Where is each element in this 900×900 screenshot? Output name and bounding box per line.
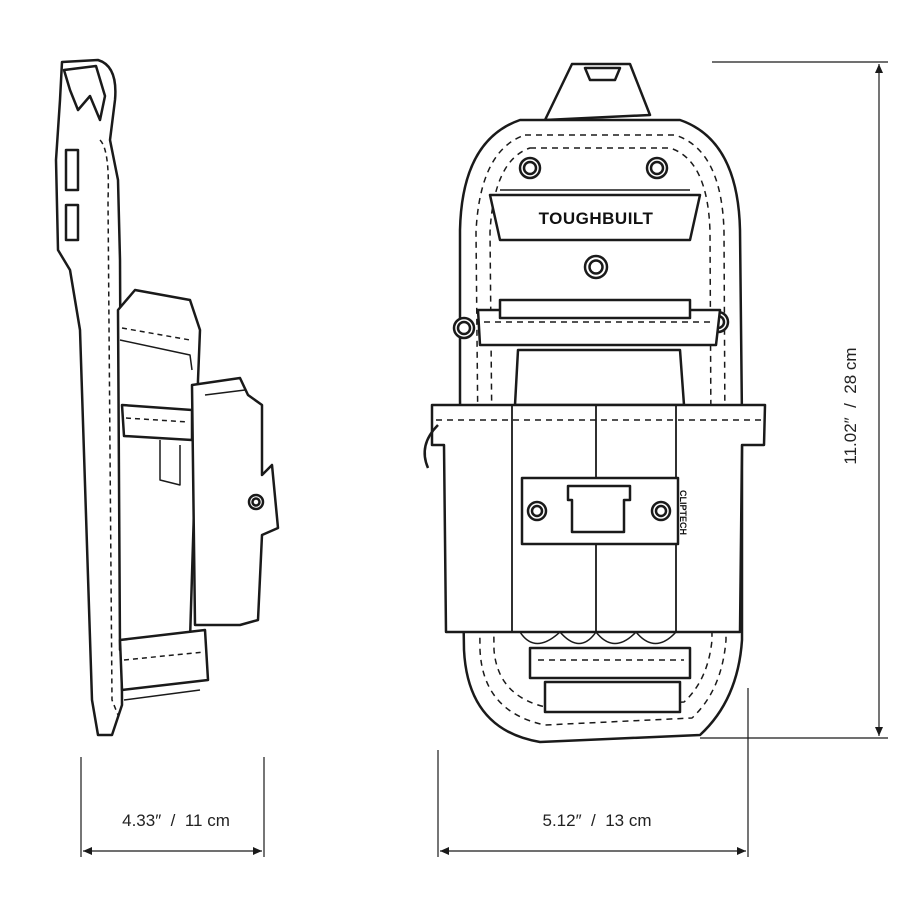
front-stitch-border (475, 134, 727, 726)
side-tab (159, 440, 181, 486)
depth-label: 4.33″ / 11 cm (122, 811, 230, 830)
grommet-center-inner (588, 259, 604, 275)
width-label: 5.12″ / 13 cm (542, 811, 651, 830)
side-pocket-seam (119, 339, 193, 371)
grommet-top-left-inner (522, 160, 538, 176)
grommet-top-right-inner (649, 160, 665, 176)
side-inner-panel (99, 139, 119, 716)
side-band-stitch (125, 417, 189, 423)
pocket-side-loop (423, 424, 439, 469)
front-bottom-strap (528, 646, 692, 680)
side-bottom-base (123, 689, 201, 701)
cliptech-label: CLIPTECH (678, 490, 688, 535)
front-hanger-slot (583, 66, 622, 82)
front-pocket-back (513, 348, 686, 407)
side-view-drawing (54, 58, 280, 737)
upper-strap-loop (498, 298, 692, 320)
side-bottom-stitch (123, 651, 205, 661)
grommet-side-left-inner (456, 320, 472, 336)
depth-dimension (80, 757, 265, 857)
front-hanger (543, 62, 652, 122)
side-clip-slot (64, 148, 80, 192)
height-dimension (700, 61, 888, 739)
side-pouch-lip (204, 389, 246, 396)
toughbuilt-logo: TOUGHBUILT (539, 209, 654, 228)
front-view-drawing (423, 62, 767, 744)
pocket-bottom-curves (519, 631, 677, 645)
side-front-pouch (190, 376, 280, 627)
logo-plate (488, 193, 702, 242)
width-dimension (437, 688, 749, 857)
clip-hook (566, 484, 632, 534)
side-pocket-band (120, 403, 194, 442)
side-pocket-upper (116, 288, 202, 652)
height-label: 11.02″ / 28 cm (841, 347, 860, 464)
front-bottom-pad (543, 680, 682, 714)
clip-rivet-right-inner (654, 504, 668, 518)
side-clip (62, 64, 107, 122)
side-clip-slot-2 (64, 203, 80, 242)
clip-rivet-left-inner (530, 504, 544, 518)
side-bottom-band (118, 628, 210, 692)
side-pocket-stitch (121, 327, 191, 341)
side-rivet-inner (251, 497, 261, 507)
